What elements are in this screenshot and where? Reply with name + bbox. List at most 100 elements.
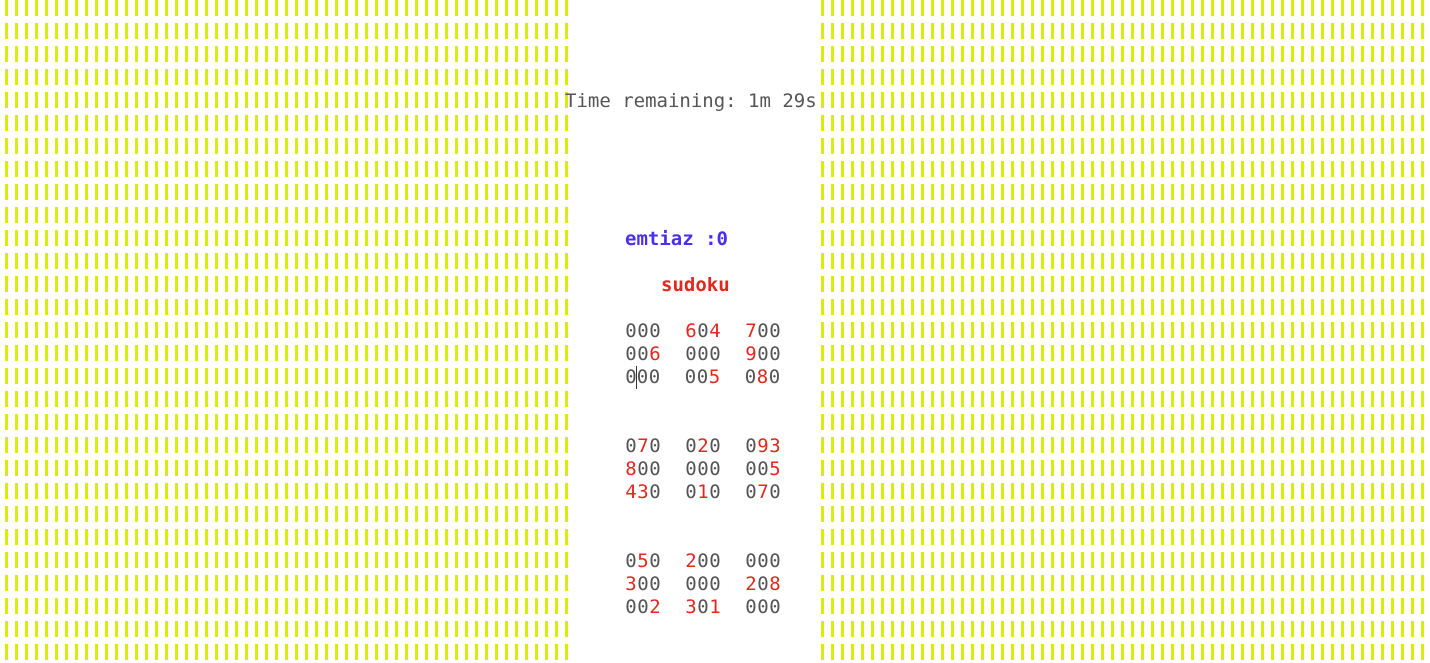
sudoku-cell[interactable]: 0 — [648, 366, 661, 388]
sudoku-cell[interactable]: 0 — [744, 366, 757, 388]
sudoku-cell[interactable]: 0 — [697, 550, 709, 572]
board-box-segment: 006 — [625, 343, 661, 366]
board-box-segment: 000 — [625, 320, 661, 343]
sudoku-cell[interactable]: 0 — [757, 458, 769, 480]
sudoku-cell[interactable]: 0 — [769, 343, 781, 365]
sudoku-cell[interactable]: 0 — [757, 596, 769, 618]
sudoku-cell[interactable]: 0 — [709, 458, 721, 480]
sudoku-cell[interactable]: 3 — [685, 596, 697, 618]
sudoku-cell[interactable]: 0 — [625, 320, 637, 342]
sudoku-cell[interactable]: 3 — [769, 435, 781, 457]
sudoku-cell[interactable]: 0 — [769, 596, 781, 618]
sudoku-cell[interactable]: 0 — [709, 550, 721, 572]
sudoku-cell[interactable]: 0 — [697, 596, 709, 618]
sudoku-cell[interactable]: 0 — [649, 481, 661, 503]
sudoku-cell[interactable]: 1 — [709, 596, 721, 618]
sudoku-cell[interactable]: 5 — [708, 366, 721, 388]
sudoku-cell[interactable]: 0 — [637, 320, 649, 342]
sudoku-cell[interactable]: 0 — [745, 481, 757, 503]
board-box-segment: 430 — [625, 481, 661, 504]
sudoku-cell[interactable]: 0 — [635, 366, 649, 389]
board-box-segment: 005 — [685, 366, 721, 389]
sudoku-cell[interactable]: 0 — [625, 343, 637, 365]
sudoku-cell[interactable]: 0 — [684, 366, 697, 388]
board-box-segment: 080 — [745, 366, 781, 389]
sudoku-cell[interactable]: 0 — [649, 435, 661, 457]
sudoku-cell[interactable]: 0 — [685, 458, 697, 480]
sudoku-cell[interactable]: 0 — [625, 596, 637, 618]
sudoku-cell[interactable]: 0 — [649, 550, 661, 572]
sudoku-cell[interactable]: 7 — [757, 481, 769, 503]
board-box-segment: 700 — [745, 320, 781, 343]
sudoku-cell[interactable]: 0 — [757, 343, 769, 365]
sudoku-cell[interactable]: 0 — [685, 435, 697, 457]
sudoku-cell[interactable]: 0 — [709, 573, 721, 595]
sudoku-cell[interactable]: 0 — [768, 366, 781, 388]
board-box-segment: 300 — [625, 573, 661, 596]
sudoku-cell[interactable]: 0 — [745, 596, 757, 618]
sudoku-cell[interactable]: 0 — [685, 343, 697, 365]
sudoku-cell[interactable]: 0 — [649, 573, 661, 595]
sudoku-cell[interactable]: 0 — [697, 458, 709, 480]
sudoku-cell[interactable]: 0 — [757, 320, 769, 342]
sudoku-cell[interactable]: 8 — [625, 458, 637, 480]
sudoku-cell[interactable]: 0 — [697, 320, 709, 342]
sudoku-cell[interactable]: 0 — [709, 343, 721, 365]
sudoku-cell[interactable]: 0 — [625, 435, 637, 457]
sudoku-cell[interactable]: 8 — [756, 366, 769, 388]
sudoku-cell[interactable]: 3 — [625, 573, 637, 595]
sudoku-cell[interactable]: 0 — [769, 481, 781, 503]
sudoku-cell[interactable]: 5 — [637, 550, 649, 572]
sudoku-cell[interactable]: 2 — [697, 435, 709, 457]
sudoku-cell[interactable]: 2 — [649, 596, 661, 618]
sudoku-cell[interactable]: 0 — [649, 458, 661, 480]
sudoku-cell[interactable]: 0 — [769, 550, 781, 572]
sudoku-cell[interactable]: 0 — [709, 481, 721, 503]
sudoku-cell[interactable]: 6 — [649, 343, 661, 365]
sudoku-cell[interactable]: 0 — [637, 343, 649, 365]
board-box-segment: 208 — [745, 573, 781, 596]
sudoku-cell[interactable]: 0 — [745, 458, 757, 480]
board-box-segment: 000 — [625, 366, 661, 389]
game-title: sudoku — [661, 274, 730, 296]
sudoku-cell[interactable]: 0 — [697, 343, 709, 365]
board-box-segment: 070 — [745, 481, 781, 504]
sudoku-cell[interactable]: 4 — [625, 481, 637, 503]
sudoku-cell[interactable]: 8 — [769, 573, 781, 595]
sudoku-cell[interactable]: 0 — [637, 596, 649, 618]
sudoku-cell[interactable]: 9 — [757, 435, 769, 457]
sudoku-cell[interactable]: 6 — [685, 320, 697, 342]
score-label: emtiaz :0 — [625, 228, 728, 250]
sudoku-cell[interactable]: 0 — [685, 481, 697, 503]
sudoku-cell[interactable]: 0 — [649, 320, 661, 342]
sudoku-cell[interactable]: 0 — [625, 366, 637, 388]
sudoku-cell[interactable]: 9 — [745, 343, 757, 365]
sudoku-cell[interactable]: 0 — [757, 573, 769, 595]
sudoku-cell[interactable]: 7 — [745, 320, 757, 342]
board-box-segment: 200 — [685, 550, 721, 573]
sudoku-cell[interactable]: 0 — [697, 573, 709, 595]
sudoku-cell[interactable]: 0 — [685, 573, 697, 595]
sudoku-cell[interactable]: 0 — [745, 435, 757, 457]
sudoku-cell[interactable]: 0 — [769, 320, 781, 342]
sudoku-cell[interactable]: 7 — [637, 435, 649, 457]
sudoku-cell[interactable]: 2 — [685, 550, 697, 572]
sudoku-cell[interactable]: 0 — [637, 458, 649, 480]
sudoku-cell[interactable]: 4 — [709, 320, 721, 342]
sudoku-cell[interactable]: 0 — [709, 435, 721, 457]
sudoku-cell[interactable]: 0 — [637, 573, 649, 595]
sudoku-cell[interactable]: 1 — [697, 481, 709, 503]
sudoku-cell[interactable]: 3 — [637, 481, 649, 503]
sudoku-cell[interactable]: 0 — [745, 550, 757, 572]
sudoku-cell[interactable]: 0 — [696, 366, 709, 388]
sudoku-cell[interactable]: 0 — [757, 550, 769, 572]
board-box-segment: 000 — [685, 573, 721, 596]
sudoku-cell[interactable]: 5 — [769, 458, 781, 480]
sudoku-cell[interactable]: 0 — [625, 550, 637, 572]
sudoku-cell[interactable]: 2 — [745, 573, 757, 595]
